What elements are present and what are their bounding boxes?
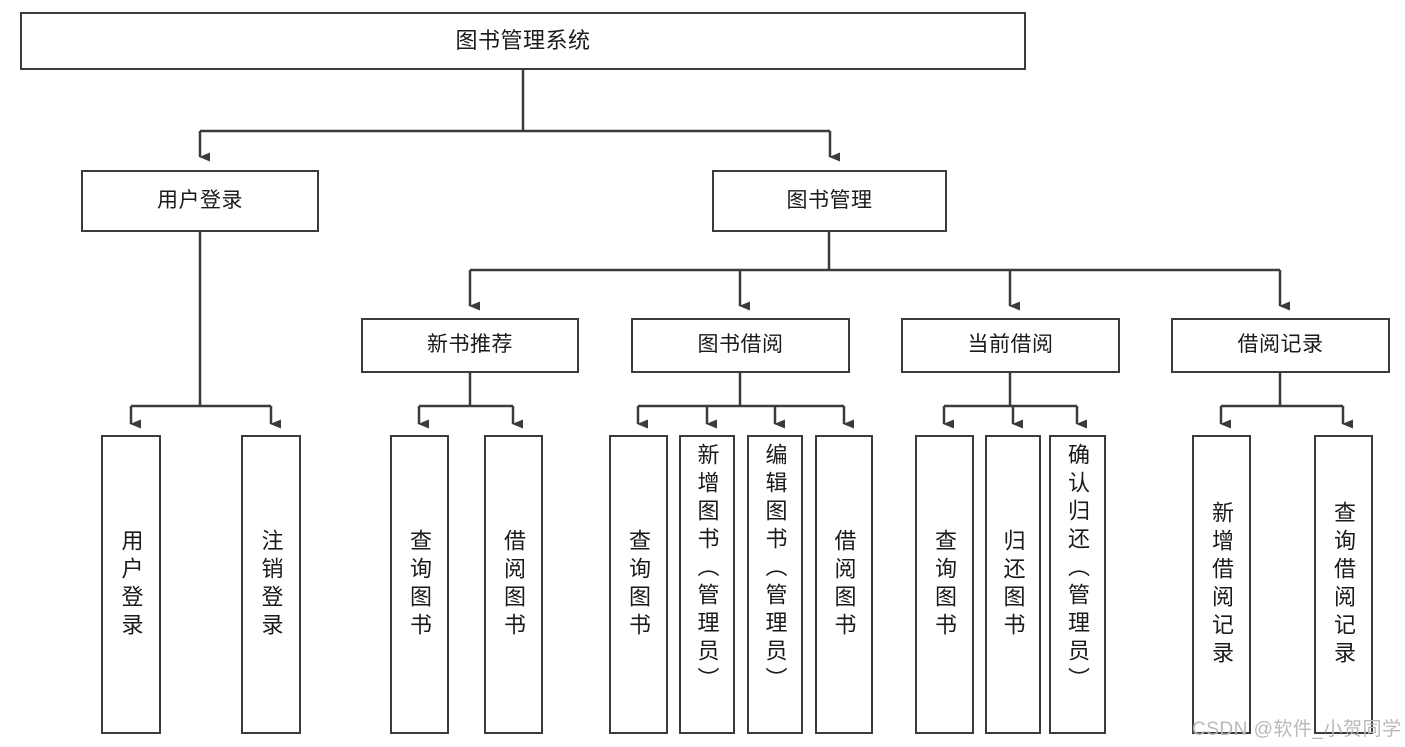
csdn-watermark: CSDN @软件_小贺同学 <box>1192 719 1402 740</box>
node-leaf-user-login[interactable]: 用户登录 <box>101 435 161 734</box>
node-label: 借阅图书 <box>831 528 857 641</box>
node-leaf-confirm-return-admin[interactable]: 确认归还（管理员） <box>1049 435 1106 734</box>
node-leaf-query-borrow-record[interactable]: 查询借阅记录 <box>1314 435 1373 734</box>
node-label: 借阅图书 <box>501 528 527 641</box>
node-user-login[interactable]: 用户登录 <box>81 170 319 232</box>
node-label: 借阅记录 <box>1237 333 1324 357</box>
node-book-borrow[interactable]: 图书借阅 <box>631 318 850 373</box>
node-label: 新增借阅记录 <box>1209 500 1235 669</box>
node-leaf-query-book-3[interactable]: 查询图书 <box>915 435 974 734</box>
node-current-borrow[interactable]: 当前借阅 <box>901 318 1120 373</box>
node-label: 图书管理 <box>786 188 873 212</box>
node-label: 查询图书 <box>407 528 433 641</box>
node-label: 新增图书（管理员） <box>694 443 720 695</box>
node-leaf-logout[interactable]: 注销登录 <box>241 435 301 734</box>
node-label: 图书管理系统 <box>455 28 591 54</box>
node-label: 归还图书 <box>1000 528 1026 641</box>
node-label: 确认归还（管理员） <box>1065 443 1091 695</box>
node-label: 用户登录 <box>118 528 144 641</box>
node-leaf-edit-book-admin[interactable]: 编辑图书（管理员） <box>747 435 803 734</box>
node-new-book-recommend[interactable]: 新书推荐 <box>361 318 579 373</box>
node-leaf-query-book-1[interactable]: 查询图书 <box>390 435 449 734</box>
node-leaf-borrow-book-2[interactable]: 借阅图书 <box>815 435 873 734</box>
node-label: 注销登录 <box>258 528 284 641</box>
node-label: 当前借阅 <box>967 333 1054 357</box>
node-label: 用户登录 <box>157 188 243 212</box>
node-leaf-query-book-2[interactable]: 查询图书 <box>609 435 668 734</box>
node-label: 查询图书 <box>932 528 958 641</box>
node-leaf-borrow-book-1[interactable]: 借阅图书 <box>484 435 543 734</box>
node-leaf-add-book-admin[interactable]: 新增图书（管理员） <box>679 435 735 734</box>
node-label: 编辑图书（管理员） <box>762 443 788 695</box>
node-label: 新书推荐 <box>427 333 513 357</box>
node-leaf-return-book[interactable]: 归还图书 <box>985 435 1041 734</box>
node-book-manage[interactable]: 图书管理 <box>712 170 947 232</box>
node-label: 查询图书 <box>626 528 652 641</box>
node-label: 查询借阅记录 <box>1331 500 1357 669</box>
node-leaf-add-borrow-record[interactable]: 新增借阅记录 <box>1192 435 1251 734</box>
node-root-system[interactable]: 图书管理系统 <box>20 12 1026 70</box>
node-borrow-record[interactable]: 借阅记录 <box>1171 318 1390 373</box>
node-label: 图书借阅 <box>697 333 784 357</box>
